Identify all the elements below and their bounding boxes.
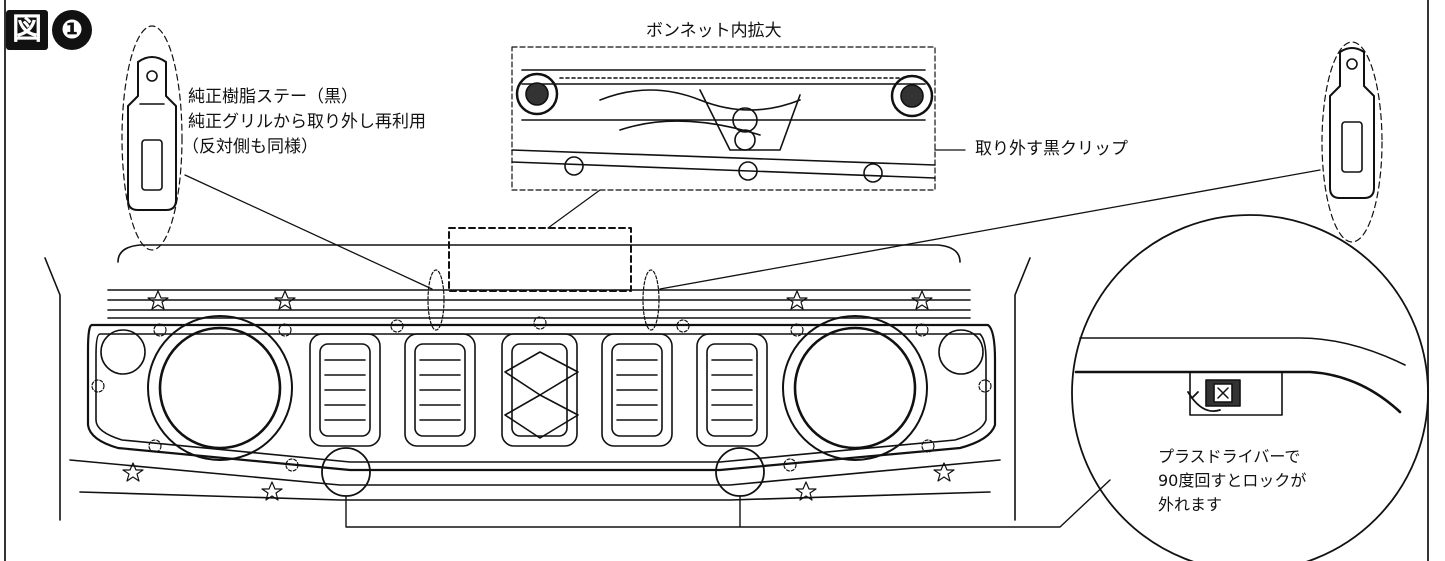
figure-number: ❶ [52, 10, 92, 50]
clip-markers [91, 269, 992, 501]
bonnet-zoom-box [511, 46, 936, 191]
figure-label: 図 ❶ [6, 8, 92, 52]
driver-label-line1: プラスドライバーで [1158, 447, 1301, 466]
lock-detail [1071, 214, 1429, 561]
figure-frame [4, 0, 1429, 561]
figure-kanji: 図 [6, 10, 48, 50]
grille-body [44, 244, 1031, 521]
stay-label-line3: （反対側も同様） [182, 137, 318, 157]
stay-label-line2: 純正グリルから取り外し再利用 [188, 112, 426, 132]
left-stay-callout [121, 25, 183, 251]
bonnet-zoom-label: ボンネット内拡大 [646, 21, 782, 41]
stay-label-line1: 純正樹脂ステー（黒） [188, 87, 358, 107]
driver-label-line2: 90度回すとロックが [1158, 471, 1307, 490]
driver-label-line3: 外れます [1158, 495, 1223, 514]
right-stay-callout [1321, 41, 1383, 243]
clip-label: 取り外す黒クリップ [975, 139, 1128, 159]
